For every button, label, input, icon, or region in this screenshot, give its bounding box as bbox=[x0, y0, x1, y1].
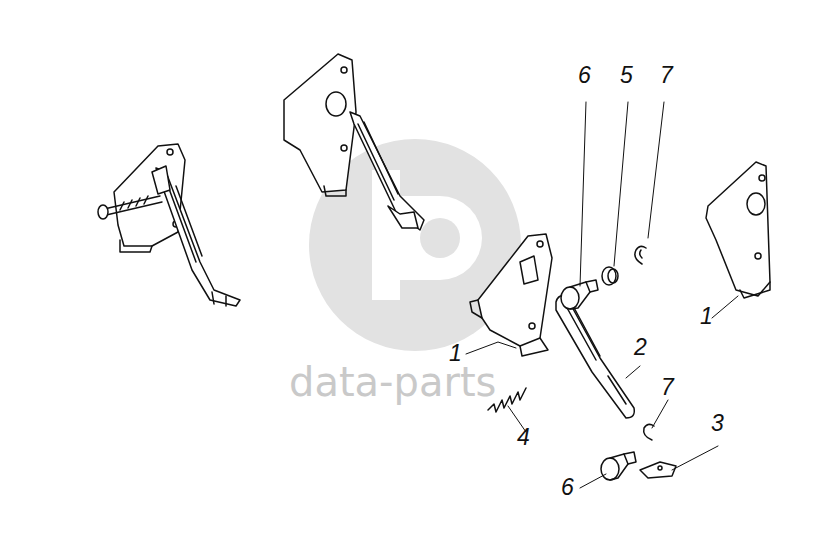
callout-number: 2 bbox=[634, 336, 647, 359]
clip-part-7 bbox=[635, 246, 654, 440]
pedal-assembly-left bbox=[98, 144, 240, 306]
lever-part-2 bbox=[556, 296, 634, 418]
callout-number: 6 bbox=[561, 476, 574, 499]
bracket-part-1 bbox=[470, 234, 552, 356]
callout-number: 5 bbox=[620, 64, 633, 87]
clip-part-3 bbox=[640, 462, 676, 478]
callout-number: 4 bbox=[517, 426, 530, 449]
washer-part-5 bbox=[602, 267, 618, 285]
watermark: data-parts bbox=[289, 362, 496, 402]
callout-number: 7 bbox=[661, 376, 674, 399]
callout-number: 3 bbox=[711, 412, 724, 435]
callout-number: 6 bbox=[578, 64, 591, 87]
leader-lines bbox=[466, 102, 738, 488]
bracket-part-1 bbox=[706, 162, 770, 298]
callout-number: 1 bbox=[700, 305, 713, 328]
pedal-assembly-top bbox=[284, 54, 424, 230]
callout-number: 7 bbox=[660, 64, 673, 87]
pin-part-6 bbox=[561, 280, 636, 480]
